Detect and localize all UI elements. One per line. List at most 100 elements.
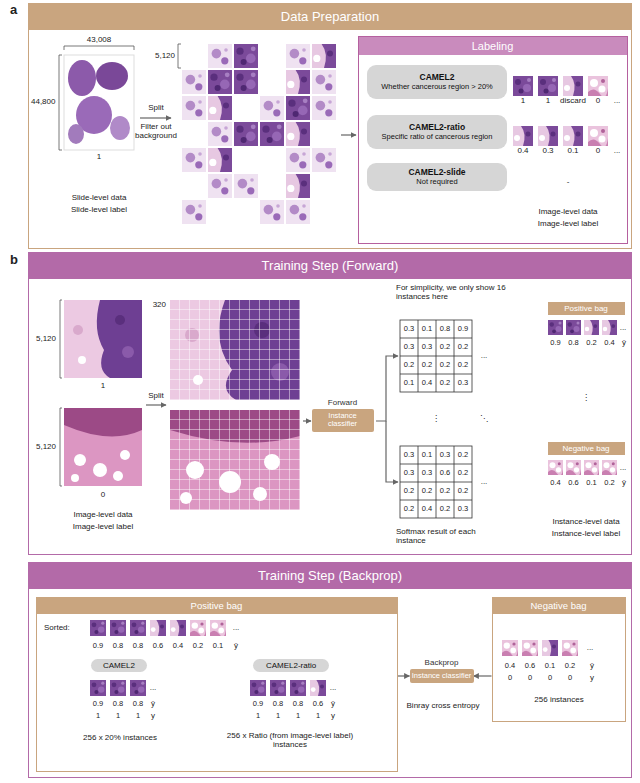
dimension-bracket-part <box>64 46 134 50</box>
diagram-label: 0.8 <box>113 700 123 709</box>
box-text: Instance classifier <box>312 409 374 432</box>
diagram-label: y <box>590 673 594 682</box>
tile-grid-part <box>312 148 336 172</box>
diagram-label: y <box>151 711 155 720</box>
diagram-label: 320 <box>153 300 166 309</box>
tile-grid-part <box>286 200 310 224</box>
diagram-label: 1 <box>296 712 300 721</box>
tile-grid-part <box>286 174 310 198</box>
tile-grid-part <box>182 96 206 120</box>
diagram-label: 1 <box>97 152 101 161</box>
diagram-label: 0.1 <box>422 325 432 334</box>
diagram-label: ... <box>614 96 621 105</box>
instance-thumbnail-part <box>562 640 578 657</box>
diagram-label: 5,120 <box>36 334 56 343</box>
image-thumbnail <box>513 76 608 147</box>
diagram-label: 1 <box>546 96 550 105</box>
diagram-label: 0.6 <box>440 469 450 478</box>
diagram-label: ... <box>150 683 157 692</box>
diagram-label: 0.6 <box>568 479 578 488</box>
diagram-label: 1 <box>521 96 525 105</box>
diagram-label: 0.8 <box>293 700 303 709</box>
image-thumbnail-part <box>513 76 533 96</box>
diagram-label: 0.9 <box>253 700 263 709</box>
tile-grid-part <box>234 70 258 94</box>
diagram-label: 0.4 <box>550 479 560 488</box>
tile-grid-part <box>312 70 336 94</box>
diagram-label: 0.2 <box>565 662 575 671</box>
diagram-label: 1 <box>96 712 100 721</box>
slide-image-part <box>96 62 128 90</box>
diagram-label: ŷ <box>590 661 594 670</box>
instance-thumbnail-part <box>90 620 106 636</box>
classifier-box: BackpropInstance classifier <box>410 658 474 684</box>
box-heading: CAMEL2-slide <box>373 168 501 178</box>
diagram-label: 0.2 <box>404 505 414 514</box>
dimension-bracket-part <box>60 408 62 486</box>
instance-thumbnail-part <box>130 680 146 696</box>
diagram-label: 0.4 <box>604 339 614 348</box>
diagram-label: ... <box>620 323 627 332</box>
tile-grid-part <box>286 122 310 146</box>
flow-arrow-part <box>376 356 398 421</box>
diagram-label: 0.2 <box>422 361 432 370</box>
diagram-label: ŷ <box>622 338 626 347</box>
instance-thumbnail-part <box>542 640 558 656</box>
tile-grid-part <box>234 44 258 68</box>
tile-grid-part <box>208 44 232 68</box>
diagram-label: 0.2 <box>422 487 432 496</box>
method-box: CAMEL2-ratioSpecific ratio of cancerous … <box>367 115 507 149</box>
instance-thumbnail-part <box>584 460 599 476</box>
diagram-label: 256 x 20% instances <box>83 733 157 742</box>
diagram-label: 0.1 <box>404 379 414 388</box>
image-level-image-part <box>93 463 107 477</box>
diagram-label: 0.3 <box>404 325 414 334</box>
diagram-label: 0.9 <box>458 325 468 334</box>
diagram-label: 0.8 <box>133 700 143 709</box>
diagram-label: 0.3 <box>458 505 468 514</box>
box-text: Whether cancerous region > 20% <box>373 83 501 92</box>
box-text: Not required <box>373 178 501 187</box>
instance-thumbnail <box>90 620 578 696</box>
diagram-label: 0.2 <box>586 339 596 348</box>
image-level-image-part <box>74 454 86 466</box>
diagram-label: 0.2 <box>440 343 450 352</box>
tile-grid-part <box>234 174 258 198</box>
group-box: Positive bagCAMEL2CAMEL2-ratio <box>36 597 398 772</box>
tile-grid-part <box>208 174 232 198</box>
image-thumbnail-part <box>563 126 583 146</box>
diagram-label: 0.4 <box>422 505 432 514</box>
diagram-label: Split <box>148 391 164 400</box>
tile-grid-part <box>312 96 336 120</box>
box-heading: Positive bag <box>548 304 625 313</box>
instance-grid-part <box>170 410 300 510</box>
diagram-label: 0.3 <box>404 343 414 352</box>
tile-grid-part <box>234 122 258 146</box>
tile-grid-part <box>260 200 284 224</box>
diagram-label: 0.1 <box>213 642 223 651</box>
diagram-label: ŷ <box>151 699 155 708</box>
image-thumbnail-part <box>538 76 558 96</box>
dimension-bracket-part <box>60 300 62 378</box>
image-level-image-part <box>120 450 130 460</box>
slide-image-part <box>68 60 96 96</box>
image-level-image-part <box>64 408 142 486</box>
instance-thumbnail-part <box>290 680 306 696</box>
diagram-label: ⋮ <box>582 393 590 402</box>
instance-thumbnail-part <box>548 460 563 476</box>
diagram-label: 256 x Ratio (from image-level label) ins… <box>215 731 365 749</box>
diagram-label: 1 <box>256 712 260 721</box>
diagram-label: 0.2 <box>440 505 450 514</box>
tile-grid-part <box>312 44 336 68</box>
diagram-label: ... <box>587 643 594 652</box>
instance-thumbnail-part <box>522 640 538 657</box>
box-heading: Negative bag <box>493 598 625 615</box>
tile-grid-part <box>286 148 310 172</box>
tile-grid-part <box>286 44 310 68</box>
tile-grid-part <box>182 148 206 172</box>
diagram-label: Filter out background <box>128 122 184 140</box>
diagram-label: Instance-level data <box>552 517 619 526</box>
instance-thumbnail-part <box>566 460 581 476</box>
tile-grid <box>182 44 336 224</box>
